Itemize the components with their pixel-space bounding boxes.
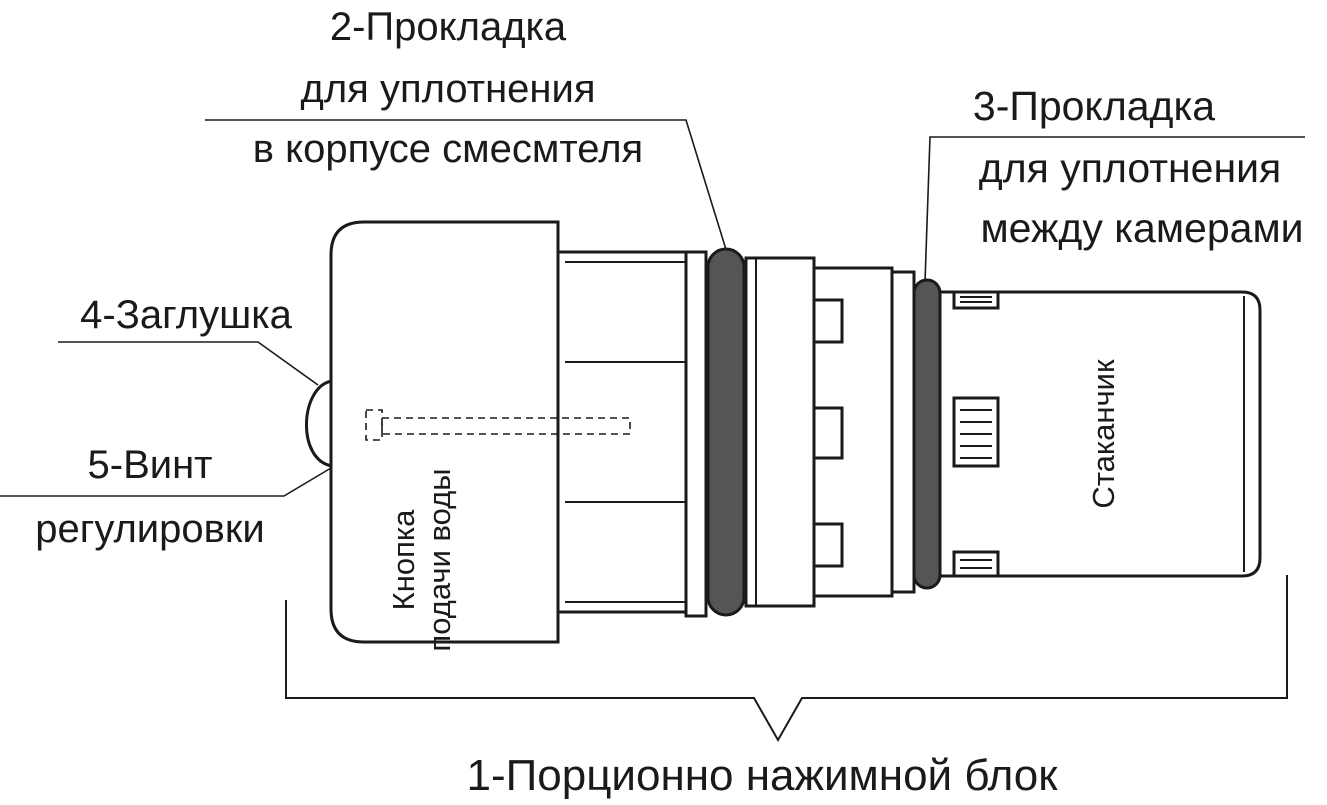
label-seal-housing-line3: в корпусе смесмтеля [253, 127, 643, 171]
label-seal-housing-line2: для уплотнения [300, 67, 595, 111]
label-seal-chambers: 3-Прокладка для уплотнения между камерам… [973, 83, 1304, 251]
label-seal-chambers-line1: 3-Прокладка [973, 83, 1215, 129]
label-plug: 4-Заглушка [80, 293, 292, 337]
label-button-line1: Кнопка [386, 509, 421, 610]
label-seal-chambers-line3: между камерами [980, 205, 1303, 251]
label-screw-line1: 5-Винт [88, 443, 213, 487]
leader-seal-housing [205, 119, 729, 257]
cup-slot-middle [952, 396, 1000, 468]
label-cup: Стаканчик [1086, 359, 1121, 509]
cup-slot-top [952, 290, 1000, 310]
adjusting-screw-shaft [381, 417, 631, 435]
plug-cap [305, 379, 333, 468]
push-button-body [329, 220, 560, 644]
assembly-bracket [285, 575, 1288, 743]
label-screw-line2: регулировки [35, 507, 264, 551]
seal-housing [706, 247, 746, 617]
leader-seal-chambers [924, 136, 1305, 283]
label-screw: 5-Винт регулировки [35, 443, 264, 551]
label-seal-housing: 2-Прокладка для уплотнения в корпусе сме… [253, 5, 643, 171]
label-button: Кнопка подачи воды [386, 468, 457, 651]
label-button-line2: подачи воды [422, 468, 457, 651]
middle-shoulder [890, 270, 916, 594]
cup-slot-bottom [952, 550, 1000, 578]
cartridge-body [305, 220, 1262, 644]
cup-body [936, 290, 1262, 578]
seal-chambers [912, 278, 942, 590]
middle-lug-2 [812, 406, 844, 460]
collar-ring [744, 256, 816, 608]
guide-section [556, 250, 688, 614]
washer-left [684, 250, 708, 618]
middle-lug-1 [812, 298, 844, 344]
label-seal-housing-line1: 2-Прокладка [330, 5, 567, 49]
leader-plug [58, 341, 319, 386]
label-seal-chambers-line2: для уплотнения [979, 145, 1281, 191]
middle-lug-3 [812, 522, 844, 568]
label-assembly: 1-Порционно нажимной блок [467, 751, 1059, 800]
